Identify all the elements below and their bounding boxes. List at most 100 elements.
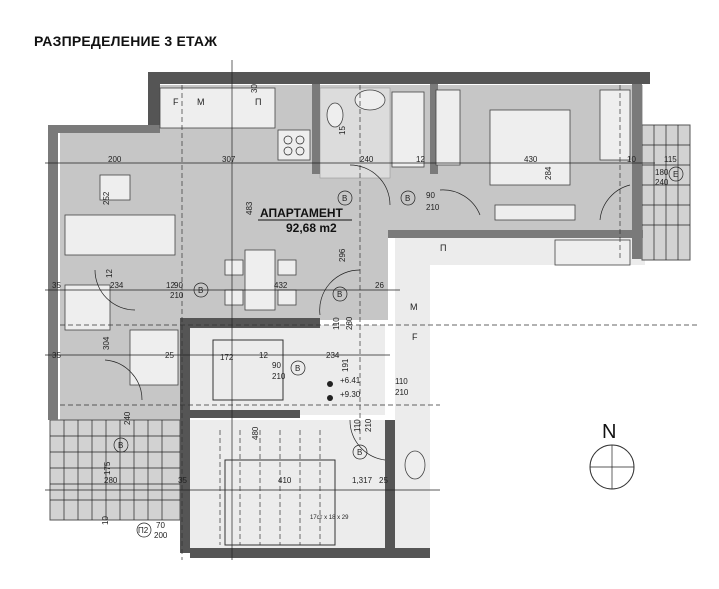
svg-text:284: 284 xyxy=(544,166,553,180)
label-dishwasher-2: П xyxy=(440,243,446,253)
svg-text:30: 30 xyxy=(250,84,259,93)
svg-text:B: B xyxy=(357,448,362,457)
svg-text:191: 191 xyxy=(341,358,350,372)
svg-text:172: 172 xyxy=(220,353,234,362)
accessible-lift xyxy=(212,339,284,401)
svg-text:240: 240 xyxy=(123,411,132,425)
svg-text:25: 25 xyxy=(379,476,388,485)
svg-text:280: 280 xyxy=(345,316,354,330)
svg-text:175: 175 xyxy=(103,461,112,475)
svg-text:432: 432 xyxy=(274,281,288,290)
stair xyxy=(219,430,336,546)
stair-floor xyxy=(185,420,385,550)
kitchen-counter xyxy=(159,87,276,129)
svg-text:307: 307 xyxy=(222,155,236,164)
bed-small xyxy=(64,284,111,331)
svg-text:10: 10 xyxy=(101,516,110,525)
svg-text:110: 110 xyxy=(332,317,341,330)
svg-text:210: 210 xyxy=(170,291,184,300)
furniture xyxy=(64,87,631,480)
axis-lines xyxy=(45,60,700,560)
right-strip-floor xyxy=(395,265,430,555)
svg-text:П2: П2 xyxy=(138,526,149,535)
sink xyxy=(354,89,386,111)
small-desk xyxy=(129,329,179,386)
svg-text:210: 210 xyxy=(272,372,286,381)
svg-text:240: 240 xyxy=(360,155,374,164)
dimension-labels: 200 307 240 12 430 10 115 483 252 296 12… xyxy=(52,84,677,540)
svg-text:15: 15 xyxy=(338,126,347,135)
apartment-name: АПАРТАМЕНТ xyxy=(260,206,344,220)
svg-text:90: 90 xyxy=(174,281,183,290)
svg-text:12: 12 xyxy=(259,351,268,360)
svg-text:480: 480 xyxy=(251,426,260,440)
svg-text:234: 234 xyxy=(110,281,124,290)
desk xyxy=(599,89,631,161)
svg-text:1,317: 1,317 xyxy=(352,476,373,485)
svg-text:35: 35 xyxy=(52,281,61,290)
svg-text:12: 12 xyxy=(105,269,114,278)
svg-text:483: 483 xyxy=(245,201,254,215)
coffee-table xyxy=(99,174,131,201)
svg-text:200: 200 xyxy=(108,155,122,164)
north-label: N xyxy=(602,421,616,443)
svg-text:25: 25 xyxy=(165,351,174,360)
apartment-area: 92,68 m2 xyxy=(286,221,337,235)
svg-text:110: 110 xyxy=(395,377,408,386)
dresser xyxy=(494,204,576,221)
balcony-left xyxy=(49,419,181,521)
svg-text:210: 210 xyxy=(395,388,409,397)
svg-text:90: 90 xyxy=(426,191,435,200)
label-dishwasher: П xyxy=(255,97,261,107)
north-compass: N xyxy=(589,421,635,490)
bathtub xyxy=(391,91,425,168)
svg-text:280: 280 xyxy=(104,476,118,485)
svg-text:10: 10 xyxy=(627,155,636,164)
dining-table xyxy=(244,249,276,311)
door-swings xyxy=(94,164,631,461)
svg-text:90: 90 xyxy=(272,361,281,370)
svg-text:B: B xyxy=(405,194,410,203)
svg-text:B: B xyxy=(295,364,300,373)
svg-text:12: 12 xyxy=(416,155,425,164)
svg-text:210: 210 xyxy=(426,203,440,212)
sofa xyxy=(64,214,176,256)
bed-lower xyxy=(554,239,631,266)
svg-text:304: 304 xyxy=(102,336,111,350)
svg-text:70: 70 xyxy=(156,521,165,530)
svg-text:E: E xyxy=(673,170,678,179)
svg-text:+9.30: +9.30 xyxy=(340,390,361,399)
svg-text:296: 296 xyxy=(338,248,347,262)
label-fridge-2: F xyxy=(412,332,418,342)
svg-text:B: B xyxy=(198,286,203,295)
svg-text:200: 200 xyxy=(154,531,168,540)
stair-note: 17ст х 18 х 29 xyxy=(310,515,349,521)
svg-text:B: B xyxy=(337,290,342,299)
sink-right xyxy=(404,450,426,480)
svg-text:B: B xyxy=(342,194,347,203)
svg-text:210: 210 xyxy=(364,418,373,432)
svg-text:430: 430 xyxy=(524,155,538,164)
label-fridge: F xyxy=(173,97,179,107)
svg-text:234: 234 xyxy=(326,351,340,360)
svg-text:B: B xyxy=(118,441,123,450)
svg-text:35: 35 xyxy=(52,351,61,360)
toilet xyxy=(326,102,344,128)
drawing-title: РАЗПРЕДЕЛЕНИЕ 3 ЕТАЖ xyxy=(34,33,218,49)
svg-text:35: 35 xyxy=(178,476,187,485)
svg-text:252: 252 xyxy=(102,191,111,205)
cooktop xyxy=(277,129,311,161)
bed xyxy=(489,109,571,186)
label-washing-machine: M xyxy=(197,97,205,107)
hall-floor xyxy=(185,325,385,415)
svg-text:180: 180 xyxy=(655,168,669,177)
svg-text:26: 26 xyxy=(375,281,384,290)
label-washing-machine-2: M xyxy=(410,302,418,312)
svg-text:+6.41: +6.41 xyxy=(340,376,361,385)
svg-text:110: 110 xyxy=(353,419,362,432)
svg-text:240: 240 xyxy=(655,178,669,187)
wardrobe xyxy=(435,89,461,166)
door-tags: B B B B B B B E П2 xyxy=(113,166,684,538)
balcony-right xyxy=(641,124,691,261)
